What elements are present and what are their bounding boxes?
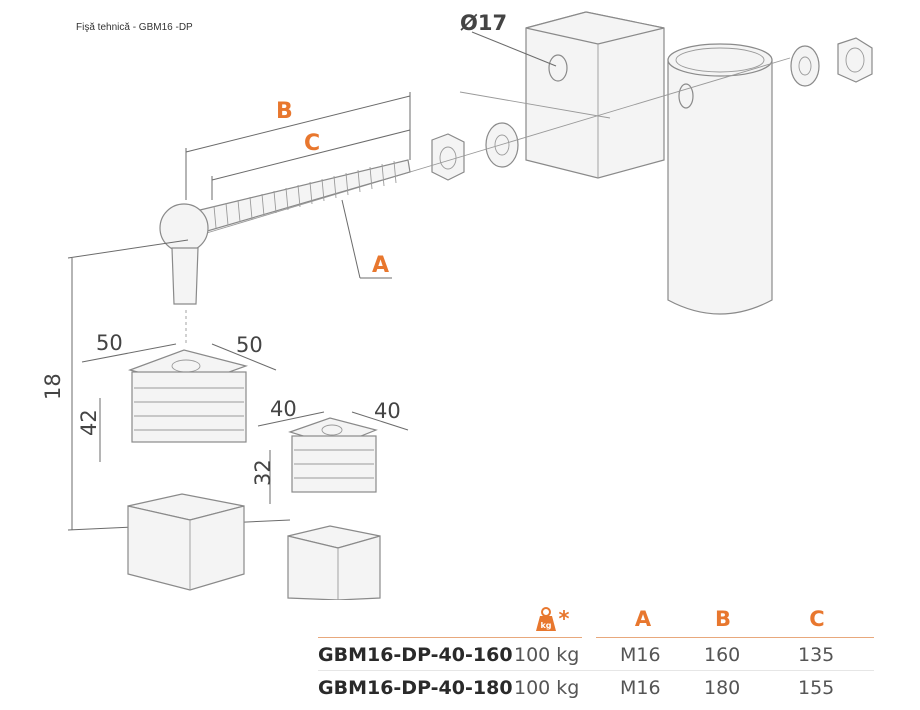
table-rule	[318, 637, 582, 638]
dimension-a: A	[341, 199, 392, 279]
dimension-hole: Ø17	[460, 11, 557, 67]
label-height: 18	[41, 373, 65, 400]
cap-small: 40 40 32	[251, 397, 409, 504]
row-b: 160	[704, 644, 741, 666]
tube-small	[287, 525, 381, 600]
row-load: 100 kg	[514, 677, 580, 699]
col-c-header: C	[809, 607, 825, 631]
cap-small-height: 32	[251, 459, 275, 486]
label-c: C	[304, 131, 320, 156]
svg-text:kg: kg	[540, 621, 551, 630]
row-c: 135	[798, 644, 835, 666]
threaded-rod	[159, 159, 411, 305]
row-a: M16	[620, 677, 661, 699]
weight-column-header: kg *	[526, 607, 576, 637]
row-code: GBM16-DP-40-160	[318, 644, 513, 666]
cap-large-width: 50	[96, 331, 123, 355]
square-post	[525, 11, 665, 179]
cap-large-height: 42	[77, 409, 101, 436]
table-row: GBM16-DP-40-180 100 kg M16 180 155	[318, 673, 874, 703]
cap-small-width: 40	[270, 397, 297, 421]
weight-icon: kg	[535, 607, 556, 631]
col-b-header: B	[714, 607, 731, 631]
round-post	[667, 43, 773, 315]
label-a: A	[372, 253, 389, 278]
tube-large	[127, 493, 245, 591]
dimension-b: B	[185, 92, 411, 200]
label-b: B	[276, 99, 293, 124]
document-title: Fişă tehnică - GBM16 -DP	[76, 22, 193, 33]
row-b: 180	[704, 677, 741, 699]
row-load: 100 kg	[514, 644, 580, 666]
table-row: GBM16-DP-40-160 100 kg M16 160 135	[318, 640, 874, 670]
col-a-header: A	[634, 607, 652, 631]
washer-nut-left	[431, 122, 519, 181]
specification-table: kg * A B C GBM16-DP-40-160 100 kg M16 16…	[318, 603, 874, 703]
row-code: GBM16-DP-40-180	[318, 677, 513, 699]
cap-small-depth: 40	[374, 399, 401, 423]
label-hole-diameter: Ø17	[460, 11, 507, 35]
row-c: 155	[798, 677, 835, 699]
washer-nut-right	[790, 37, 873, 87]
weight-star: *	[558, 607, 570, 631]
cap-large-depth: 50	[236, 333, 263, 357]
table-rule	[318, 670, 874, 671]
technical-drawing: B C A Ø17 18 50 50 42	[41, 11, 873, 600]
row-a: M16	[620, 644, 661, 666]
dimension-c: C	[211, 129, 411, 200]
table-rule	[596, 637, 874, 638]
cap-large: 50 50 42	[77, 331, 277, 462]
